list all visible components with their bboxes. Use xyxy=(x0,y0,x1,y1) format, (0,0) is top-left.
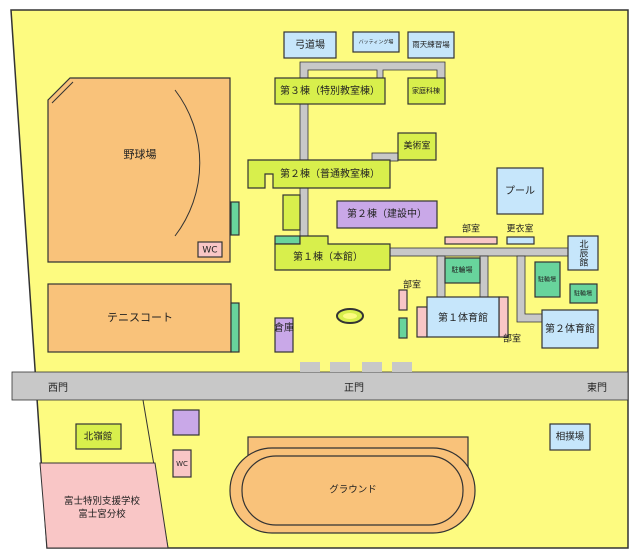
building-2-construction[interactable] xyxy=(336,200,438,229)
baseball-label: 野球場 xyxy=(124,147,157,161)
wc-ground[interactable] xyxy=(172,449,192,478)
special-school[interactable] xyxy=(39,462,169,549)
building-2-label: 第２棟（普通教室棟） xyxy=(280,167,380,180)
art-room-label: 美術室 xyxy=(403,140,430,152)
hokushinkan[interactable] xyxy=(567,235,599,271)
changing-room-label: 更衣室 xyxy=(506,223,533,235)
warehouse[interactable] xyxy=(274,317,294,353)
baseball-arc xyxy=(51,81,201,237)
building-2-construction-label: 第２棟（建設中） xyxy=(347,207,427,220)
baseball-field[interactable] xyxy=(47,77,231,263)
gym-1[interactable] xyxy=(426,296,500,338)
east-gate-label[interactable]: 東門 xyxy=(587,381,607,394)
special-school-label-2: 富士宮分校 xyxy=(78,508,126,520)
sumo-label: 相撲場 xyxy=(556,431,585,443)
gate-post xyxy=(362,362,382,372)
tennis-court[interactable] xyxy=(47,283,232,353)
bike-parking[interactable] xyxy=(569,283,598,304)
gym-2-label: 第２体育館 xyxy=(545,322,595,335)
hokushinkan-label: 北辰館 xyxy=(578,239,589,267)
gate-post xyxy=(300,362,320,372)
pool[interactable] xyxy=(496,167,544,215)
main-gate-label[interactable]: 正門 xyxy=(344,382,364,394)
sumo-ring[interactable] xyxy=(549,423,591,451)
bike-parking[interactable] xyxy=(534,261,561,298)
track-inner xyxy=(241,455,464,526)
bike-parking[interactable] xyxy=(444,257,481,284)
annex xyxy=(282,194,301,231)
building-2[interactable] xyxy=(247,159,391,189)
tennis-label: テニスコート xyxy=(107,311,173,324)
wc-baseball[interactable] xyxy=(197,241,223,258)
club-room[interactable] xyxy=(444,236,498,245)
west-gate-label[interactable]: 西門 xyxy=(48,382,68,394)
kyudojo[interactable] xyxy=(283,31,337,59)
pool-label: プール xyxy=(505,185,535,197)
club-room-label: 部室 xyxy=(403,279,421,291)
green-box xyxy=(398,317,408,339)
wc-ground-label: WC xyxy=(176,460,188,468)
purple-box xyxy=(172,409,200,436)
club-room[interactable] xyxy=(398,289,408,311)
hokureikan-label: 北嶺館 xyxy=(84,431,113,443)
indoor-practice[interactable] xyxy=(407,31,455,59)
hokureikan[interactable] xyxy=(75,423,122,450)
green-strip xyxy=(230,201,240,236)
gym-2[interactable] xyxy=(541,309,599,349)
batting[interactable] xyxy=(352,31,400,53)
green-strip xyxy=(230,302,240,353)
gate-post xyxy=(330,362,350,372)
batting-label: バッティング場 xyxy=(359,39,394,46)
bike-parking-label: 駐輪場 xyxy=(538,276,556,284)
special-school-label: 富士特別支援学校 xyxy=(64,495,141,507)
wc-baseball-label: WC xyxy=(202,246,217,256)
kyudojo-label: 弓道場 xyxy=(295,38,325,51)
changing-room[interactable] xyxy=(506,236,535,245)
gym-1-label: 第１体育館 xyxy=(438,311,488,324)
building-1-label: 第１棟（本館） xyxy=(293,250,363,263)
club-room-label: 部室 xyxy=(462,223,480,235)
bike-parking-label: 駐輪場 xyxy=(452,265,473,274)
building-3-label: 第３棟（特別教室棟） xyxy=(280,84,380,97)
indoor-practice-label: 雨天練習場 xyxy=(412,39,450,49)
gate-post xyxy=(392,362,412,372)
building-1[interactable] xyxy=(274,235,391,271)
home-ec-label: 家庭科棟 xyxy=(412,86,440,95)
home-ec[interactable] xyxy=(407,77,446,105)
art-room[interactable] xyxy=(397,132,437,161)
building-3[interactable] xyxy=(274,77,386,105)
club-room-label: 部室 xyxy=(503,333,521,345)
main-road xyxy=(11,371,629,401)
bike-parking-label: 駐輪場 xyxy=(574,290,592,298)
ground-label: グラウンド xyxy=(329,484,377,496)
warehouse-label: 倉庫 xyxy=(274,321,294,334)
